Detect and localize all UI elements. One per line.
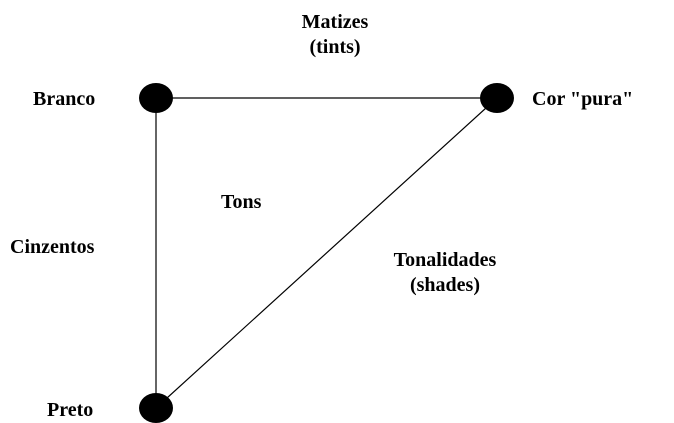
top-edge-label: Matizes (tints): [270, 10, 400, 60]
node-white-label: Branco: [33, 88, 96, 110]
diagonal-edge-label-line1: Tonalidades: [393, 249, 497, 271]
left-edge-label: Cinzentos: [10, 236, 95, 258]
node-pure-color: [480, 83, 514, 113]
top-edge-label-line2: (tints): [309, 36, 361, 58]
node-black: [139, 393, 173, 423]
diagonal-edge-label-line2: (shades): [409, 274, 480, 296]
edge-black-to-pure-color: [155, 97, 498, 409]
diagonal-edge-label: Tonalidades (shades): [360, 248, 530, 298]
node-pure-color-label: Cor "pura": [532, 88, 634, 110]
top-edge-label-line1: Matizes: [301, 11, 369, 33]
node-black-label: Preto: [47, 399, 94, 421]
node-white: [139, 83, 173, 113]
interior-label: Tons: [221, 191, 262, 213]
